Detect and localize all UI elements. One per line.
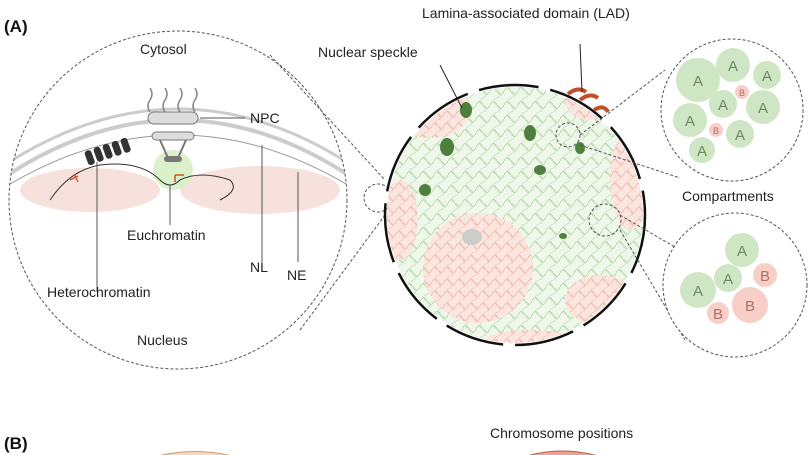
heterochromatin-region bbox=[180, 166, 340, 214]
panel-b-nucleus-right bbox=[528, 450, 597, 455]
compartment-b: B bbox=[713, 126, 719, 136]
compartment-a: A bbox=[693, 283, 703, 300]
compartment-a: A bbox=[735, 127, 745, 144]
compartments-label: Compartments bbox=[682, 188, 774, 204]
speckle bbox=[460, 102, 472, 118]
speckle bbox=[419, 184, 431, 196]
cytosol-label: Cytosol bbox=[140, 41, 187, 57]
lad-label: Lamina-associated domain (LAD) bbox=[422, 5, 630, 21]
npc-icon bbox=[147, 87, 199, 162]
compartment-a: A bbox=[758, 100, 768, 117]
heterochromatin-label: Heterochromatin bbox=[47, 284, 151, 300]
compartment-a: A bbox=[737, 243, 747, 260]
euchromatin-gene-icon bbox=[174, 174, 184, 182]
nucleus: Nuclear speckle Lamina-associated domain… bbox=[318, 5, 647, 347]
nuclear-envelope-zoom: Cytosol NPC Euchromatin NL NE Heterochro… bbox=[8, 30, 348, 370]
speckle bbox=[559, 233, 567, 239]
compartments-zoom-top: A A A B A A A B A A bbox=[660, 38, 804, 182]
compartment-b: B bbox=[739, 88, 745, 98]
compartment-a: A bbox=[693, 73, 703, 90]
heterochromatin-nucleosomes bbox=[69, 137, 131, 183]
compartment-a: A bbox=[723, 271, 733, 288]
nucleus-label: Nucleus bbox=[137, 332, 188, 348]
heterochromatin-region bbox=[20, 168, 160, 212]
speckle bbox=[575, 142, 585, 154]
compartment-b: B bbox=[745, 298, 755, 315]
lad-icon bbox=[566, 87, 610, 114]
panel-label-a: (A) bbox=[4, 17, 28, 36]
compartment-b: B bbox=[760, 268, 770, 285]
panel-b-nucleus-left bbox=[159, 451, 231, 455]
ne-label: NE bbox=[287, 267, 306, 283]
nuclear-speckles bbox=[419, 102, 585, 239]
npc-label: NPC bbox=[250, 110, 280, 126]
speckle bbox=[534, 165, 546, 175]
nuclear-speckle-label: Nuclear speckle bbox=[318, 44, 418, 60]
euchromatin-label: Euchromatin bbox=[127, 227, 206, 243]
compartment-b: B bbox=[713, 306, 723, 323]
speckle bbox=[524, 125, 536, 141]
compartment-a: A bbox=[718, 97, 728, 114]
chromosome-positions-label: Chromosome positions bbox=[490, 425, 633, 441]
compartment-a: A bbox=[697, 143, 707, 160]
compartment-a: A bbox=[685, 113, 695, 130]
b-compartment-region bbox=[423, 213, 533, 323]
compartment-a: A bbox=[762, 68, 772, 85]
compartment-a: A bbox=[728, 58, 738, 75]
euchromatin-region bbox=[153, 150, 193, 190]
compartments-zoom-bottom: A A B A B B bbox=[662, 212, 808, 358]
panel-label-b: (B) bbox=[4, 434, 28, 453]
speckle bbox=[440, 138, 454, 156]
nl-label: NL bbox=[250, 259, 268, 275]
